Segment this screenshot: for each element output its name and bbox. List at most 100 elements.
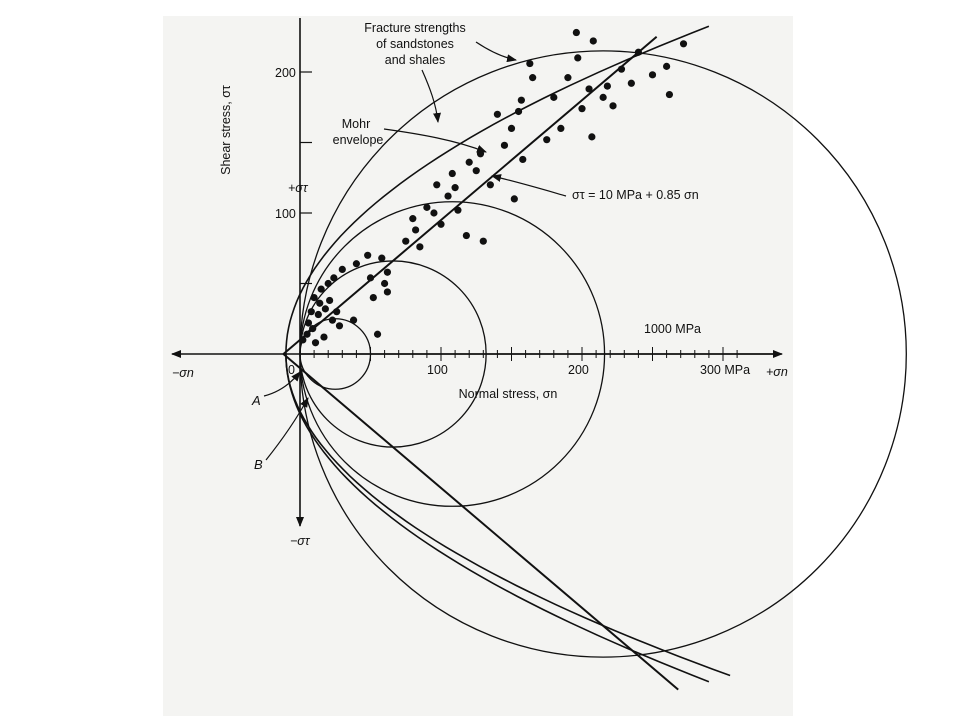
- coulomb-line-lower: [282, 353, 679, 691]
- mohr-label-line-2: envelope: [333, 133, 384, 147]
- fracture-point: [493, 110, 501, 118]
- label-1000-mpa: 1000 MPa: [644, 322, 701, 336]
- fracture-point: [307, 308, 315, 316]
- fracture-point: [519, 155, 527, 164]
- fracture-pointer-2: [421, 69, 441, 123]
- fracture-point: [326, 296, 334, 305]
- fracture-point: [514, 107, 523, 116]
- fracture-point: [564, 74, 572, 82]
- fracture-point: [444, 192, 452, 200]
- fracture-point: [316, 299, 324, 307]
- fracture-point: [454, 206, 462, 214]
- fracture-point: [383, 268, 392, 276]
- fracture-point: [574, 54, 582, 62]
- fracture-label-line-3: and shales: [385, 53, 445, 67]
- fracture-point: [507, 124, 516, 132]
- fracture-pointer: [475, 41, 517, 63]
- fracture-point: [299, 336, 307, 344]
- point-a-pointer: [263, 371, 301, 397]
- fracture-point: [430, 209, 438, 217]
- x-tick-label-200: 200: [568, 363, 589, 377]
- fracture-point: [603, 82, 611, 90]
- fracture-point: [383, 288, 392, 296]
- fracture-point: [433, 181, 441, 189]
- fracture-point: [409, 215, 417, 223]
- negative-shear-label: −στ: [290, 534, 311, 548]
- fracture-point: [609, 102, 617, 110]
- fracture-point: [510, 195, 518, 203]
- fracture-point: [381, 279, 389, 288]
- fracture-point: [617, 65, 626, 73]
- fracture-point: [578, 105, 586, 113]
- fracture-point: [679, 40, 688, 48]
- fracture-point: [328, 316, 337, 324]
- fracture-point: [557, 124, 565, 132]
- fracture-point: [349, 316, 358, 324]
- y-tick-marks: [300, 71, 312, 285]
- fracture-point: [324, 279, 332, 288]
- fracture-point: [437, 220, 445, 228]
- fracture-label-line-2: of sandstones: [376, 37, 454, 51]
- fracture-point: [543, 136, 551, 144]
- label-300-mpa: 300 MPa: [700, 363, 750, 377]
- fracture-point: [311, 339, 320, 347]
- fracture-point: [373, 330, 382, 338]
- fracture-point: [335, 322, 344, 330]
- equation-pointer: [491, 174, 567, 197]
- fracture-point: [486, 181, 494, 189]
- mohr-circle-4: [299, 50, 907, 658]
- normal-axis-label: Normal stress, σn: [459, 387, 558, 401]
- fracture-point: [529, 74, 537, 82]
- fracture-point: [369, 294, 377, 302]
- point-b-label: B: [254, 457, 263, 472]
- fracture-point: [585, 85, 593, 93]
- fracture-point: [402, 237, 410, 245]
- fracture-point: [317, 285, 325, 293]
- mohr-circles: [299, 50, 907, 658]
- fracture-point: [412, 226, 420, 234]
- fracture-point: [462, 231, 470, 240]
- fracture-point: [366, 274, 375, 282]
- fracture-point: [627, 79, 635, 87]
- fracture-label-line-1: Fracture strengths: [364, 21, 465, 35]
- positive-shear-label: +στ: [288, 181, 309, 195]
- x-tick-label-0: 0: [288, 363, 295, 377]
- fracture-point: [663, 62, 671, 70]
- fracture-points: [299, 28, 688, 347]
- coulomb-line-upper: [282, 35, 658, 355]
- fracture-point: [517, 96, 525, 104]
- fracture-point: [665, 90, 674, 99]
- fracture-point: [309, 325, 317, 333]
- fracture-point: [320, 333, 328, 341]
- envelope-curves: [282, 25, 731, 691]
- fracture-point: [304, 319, 313, 327]
- y-tick-label-100: 100: [275, 207, 296, 221]
- fracture-point: [550, 93, 558, 101]
- fracture-point: [479, 237, 487, 245]
- fracture-point: [526, 59, 534, 68]
- fracture-point: [352, 260, 360, 268]
- fracture-point: [310, 294, 318, 302]
- point-a-label: A: [251, 393, 261, 408]
- mohr-envelope-lower: [285, 353, 731, 677]
- fracture-point: [448, 169, 456, 178]
- fracture-point: [465, 158, 473, 166]
- fracture-point: [333, 308, 341, 316]
- fracture-point: [364, 251, 372, 259]
- positive-normal-label: +σn: [766, 365, 788, 379]
- fracture-point: [303, 330, 311, 338]
- fracture-point: [572, 28, 580, 37]
- fracture-point: [314, 310, 322, 319]
- fracture-point: [634, 48, 643, 56]
- fracture-point: [321, 305, 329, 313]
- fracture-point: [472, 167, 480, 175]
- y-tick-label-200: 200: [275, 66, 296, 80]
- fracture-point: [416, 243, 424, 251]
- fracture-point: [599, 93, 607, 101]
- fracture-point: [648, 71, 657, 79]
- fracture-point: [451, 184, 459, 192]
- shear-axis-label: Shear stress, στ: [219, 85, 233, 175]
- point-b-pointer: [265, 397, 309, 461]
